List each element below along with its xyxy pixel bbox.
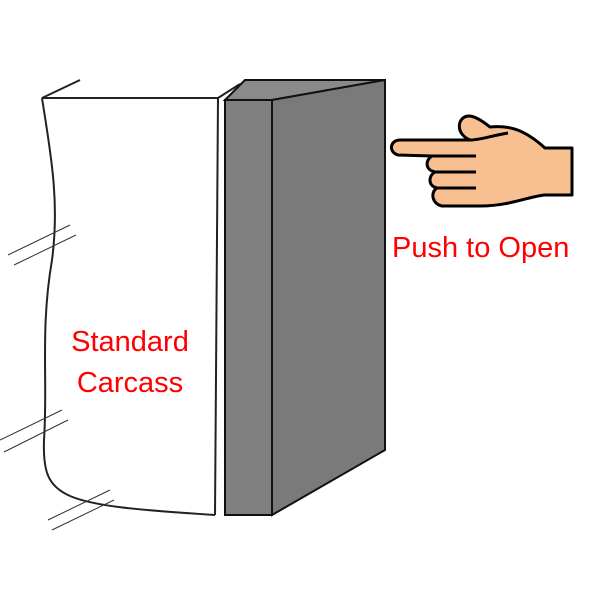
door-front-face (224, 99, 273, 516)
carcass-label-line1: Standard (71, 326, 189, 358)
standard-carcass (41, 79, 241, 516)
pointing-hand-icon (390, 114, 574, 208)
carcass-label-line2: Carcass (76, 366, 184, 399)
push-to-open-label: Push to Open (392, 232, 570, 264)
door-panel (222, 78, 386, 517)
break-hatch-marks (0, 224, 115, 531)
door-side-face (271, 78, 386, 517)
carcass-label: Standard Carcass (40, 322, 220, 403)
